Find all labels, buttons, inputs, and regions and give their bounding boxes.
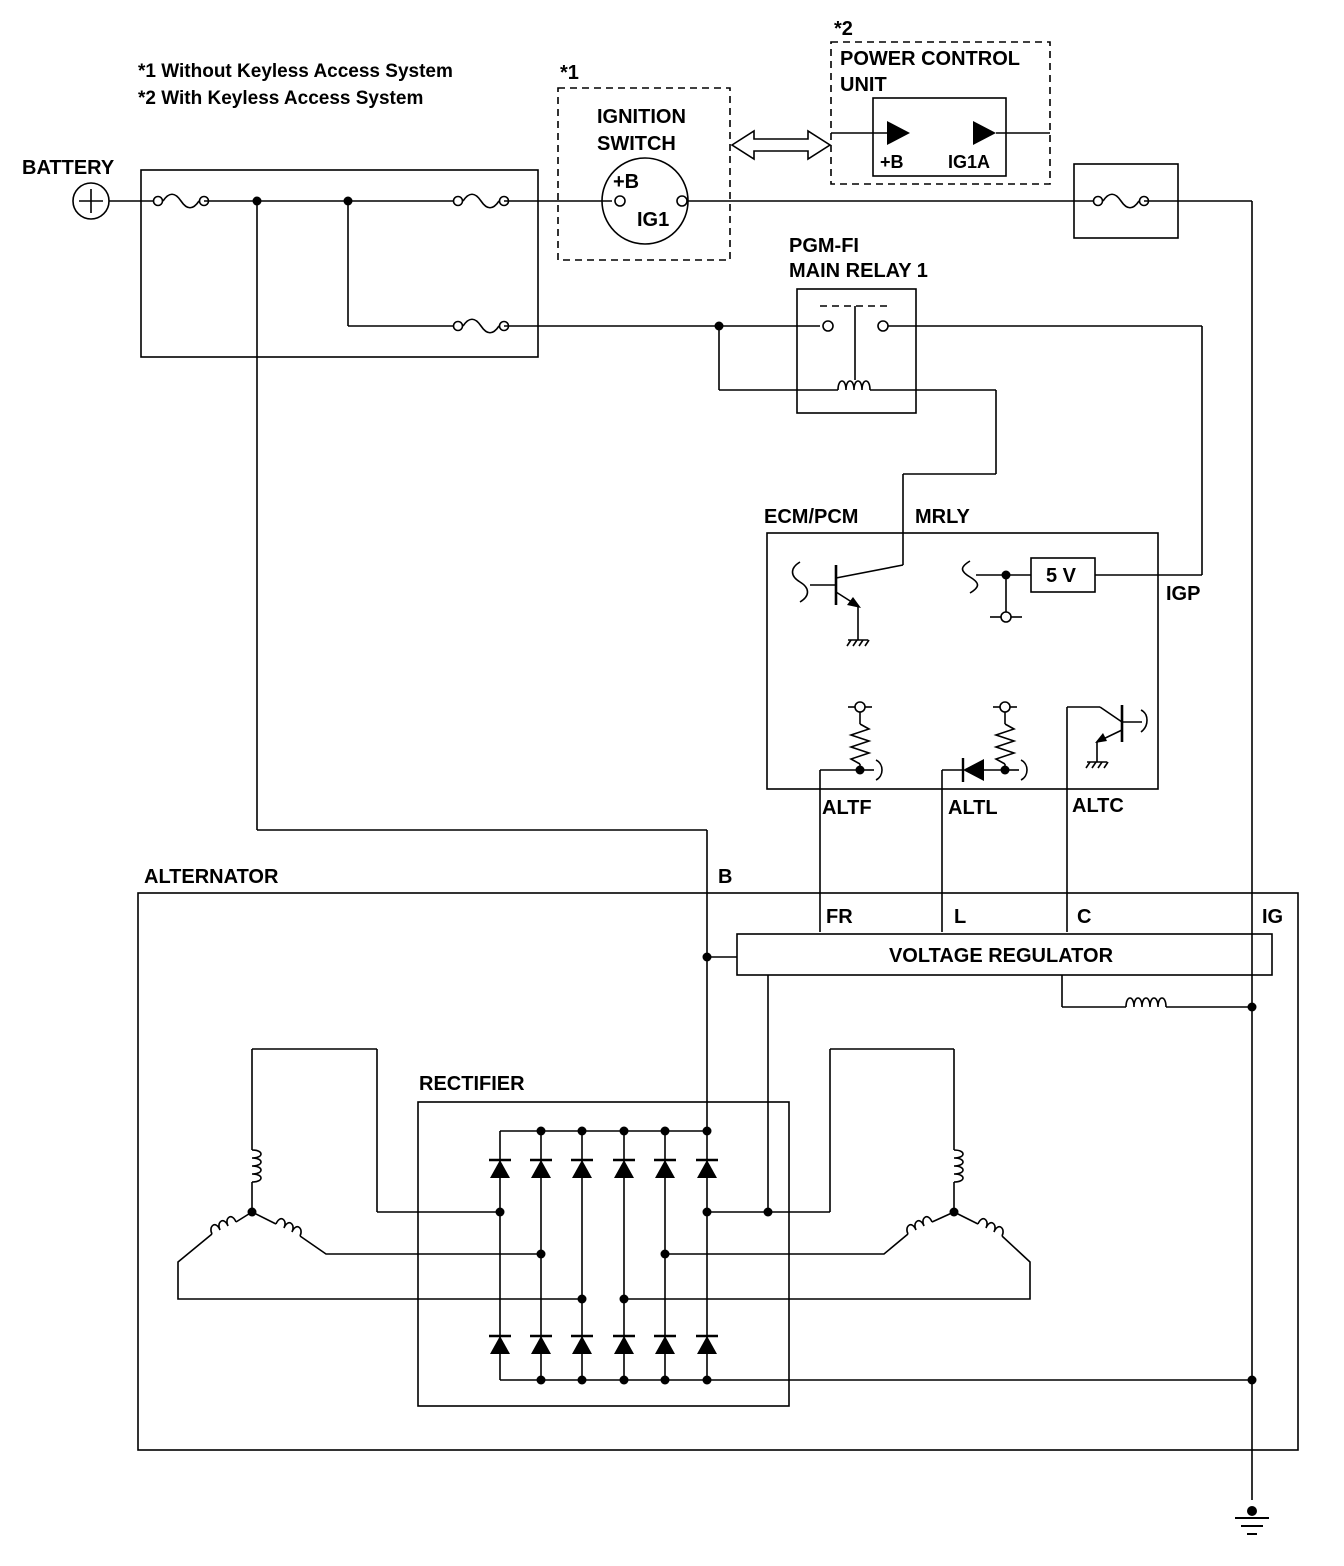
pcu-ref: *2: [834, 18, 853, 40]
double-arrow-icon: [730, 129, 832, 161]
ignition-switch: *1 IGNITION SWITCH +B IG1: [557, 62, 1098, 261]
fuse-icon: [152, 193, 210, 209]
rectifier-diode-bridge: [487, 1126, 830, 1385]
terminal-l-label: L: [954, 906, 966, 928]
resistor-icon: [848, 723, 872, 765]
ignition-ref: *1: [560, 62, 579, 84]
diode-icon: [569, 1158, 595, 1180]
diode-icon: [611, 1158, 637, 1180]
pcu-ig1a-label: IG1A: [948, 152, 990, 172]
power-control-unit: *2 POWER CONTROL UNIT +B IG1A: [830, 18, 1051, 185]
relay-label-line1: PGM-FI: [789, 235, 859, 257]
battery-label: BATTERY: [22, 157, 115, 179]
ignition-ig1-label: IG1: [637, 209, 669, 231]
ig-fuse-box: [1073, 163, 1253, 1500]
altc-circuit: ALTC: [1066, 705, 1148, 932]
field-coil-icon: [1125, 997, 1167, 1008]
stator-winding-right: [624, 1048, 1031, 1300]
ignition-plusb-label: +B: [613, 171, 639, 193]
altl-label: ALTL: [948, 797, 998, 819]
voltage-regulator: [736, 933, 1273, 976]
stator-coil-icon: [251, 1149, 262, 1183]
altl-circuit: ALTL: [941, 701, 1028, 932]
pcu-label-line2: UNIT: [840, 74, 887, 96]
ignition-label-line1: IGNITION: [597, 106, 686, 128]
mrly-transistor-icon: [791, 561, 904, 647]
fuse-box: [109, 169, 820, 358]
fuse-icon: [1092, 193, 1150, 209]
terminal-fr-label: FR: [826, 906, 853, 928]
voltage-regulator-label: VOLTAGE REGULATOR: [889, 945, 1114, 967]
fuse-icon: [452, 318, 510, 334]
diode-icon: [963, 759, 984, 781]
alternator: ALTERNATOR B FR L C IG VOLTAGE REGULATOR…: [137, 866, 1299, 1451]
pcu-label-line1: POWER CONTROL: [840, 48, 1020, 70]
stator-coil-icon: [977, 1217, 1004, 1237]
pcu-plusb-label: +B: [880, 152, 904, 172]
mrly-label: MRLY: [915, 506, 970, 528]
diode-icon: [611, 1334, 637, 1356]
fuse-icon: [452, 193, 510, 209]
terminal-ig-label: IG: [1262, 906, 1283, 928]
diode-icon: [652, 1158, 678, 1180]
igp-5v-circuit: 5 V IGP: [961, 557, 1202, 623]
stator-coil-icon: [275, 1217, 302, 1237]
altc-label: ALTC: [1072, 795, 1124, 817]
resistor-icon: [993, 723, 1017, 765]
diode-icon: [569, 1334, 595, 1356]
terminal-b-label: B: [718, 866, 732, 888]
alternator-label: ALTERNATOR: [144, 866, 279, 888]
ecm-label: ECM/PCM: [764, 506, 858, 528]
altf-circuit: ALTF: [819, 701, 883, 932]
relay-label-line2: MAIN RELAY 1: [789, 260, 928, 282]
stator-coil-icon: [210, 1215, 237, 1235]
pgm-fi-main-relay: PGM-FI MAIN RELAY 1: [714, 235, 1203, 575]
terminal-c-label: C: [1077, 906, 1091, 928]
igp-label: IGP: [1166, 583, 1200, 605]
stator-coil-icon: [953, 1149, 964, 1183]
note-with-keyless: *2 With Keyless Access System: [138, 88, 423, 109]
relay-coil-icon: [837, 380, 871, 391]
rectifier-label: RECTIFIER: [419, 1073, 525, 1095]
diode-icon: [694, 1334, 720, 1356]
diode-icon: [528, 1158, 554, 1180]
altf-label: ALTF: [822, 797, 872, 819]
diode-icon: [487, 1334, 513, 1356]
diode-icon: [694, 1158, 720, 1180]
five-volt-label: 5 V: [1046, 565, 1077, 587]
diode-icon: [652, 1334, 678, 1356]
note-without-keyless: *1 Without Keyless Access System: [138, 61, 453, 82]
stator-winding-left: [177, 1048, 582, 1300]
diode-icon: [528, 1334, 554, 1356]
ecm-pcm: ECM/PCM MRLY 5 V IGP: [764, 506, 1202, 932]
diode-icon: [487, 1158, 513, 1180]
battery: BATTERY: [22, 157, 115, 220]
chassis-ground-icon: [1235, 1506, 1269, 1535]
stator-coil-icon: [906, 1215, 933, 1235]
ignition-label-line2: SWITCH: [597, 133, 676, 155]
